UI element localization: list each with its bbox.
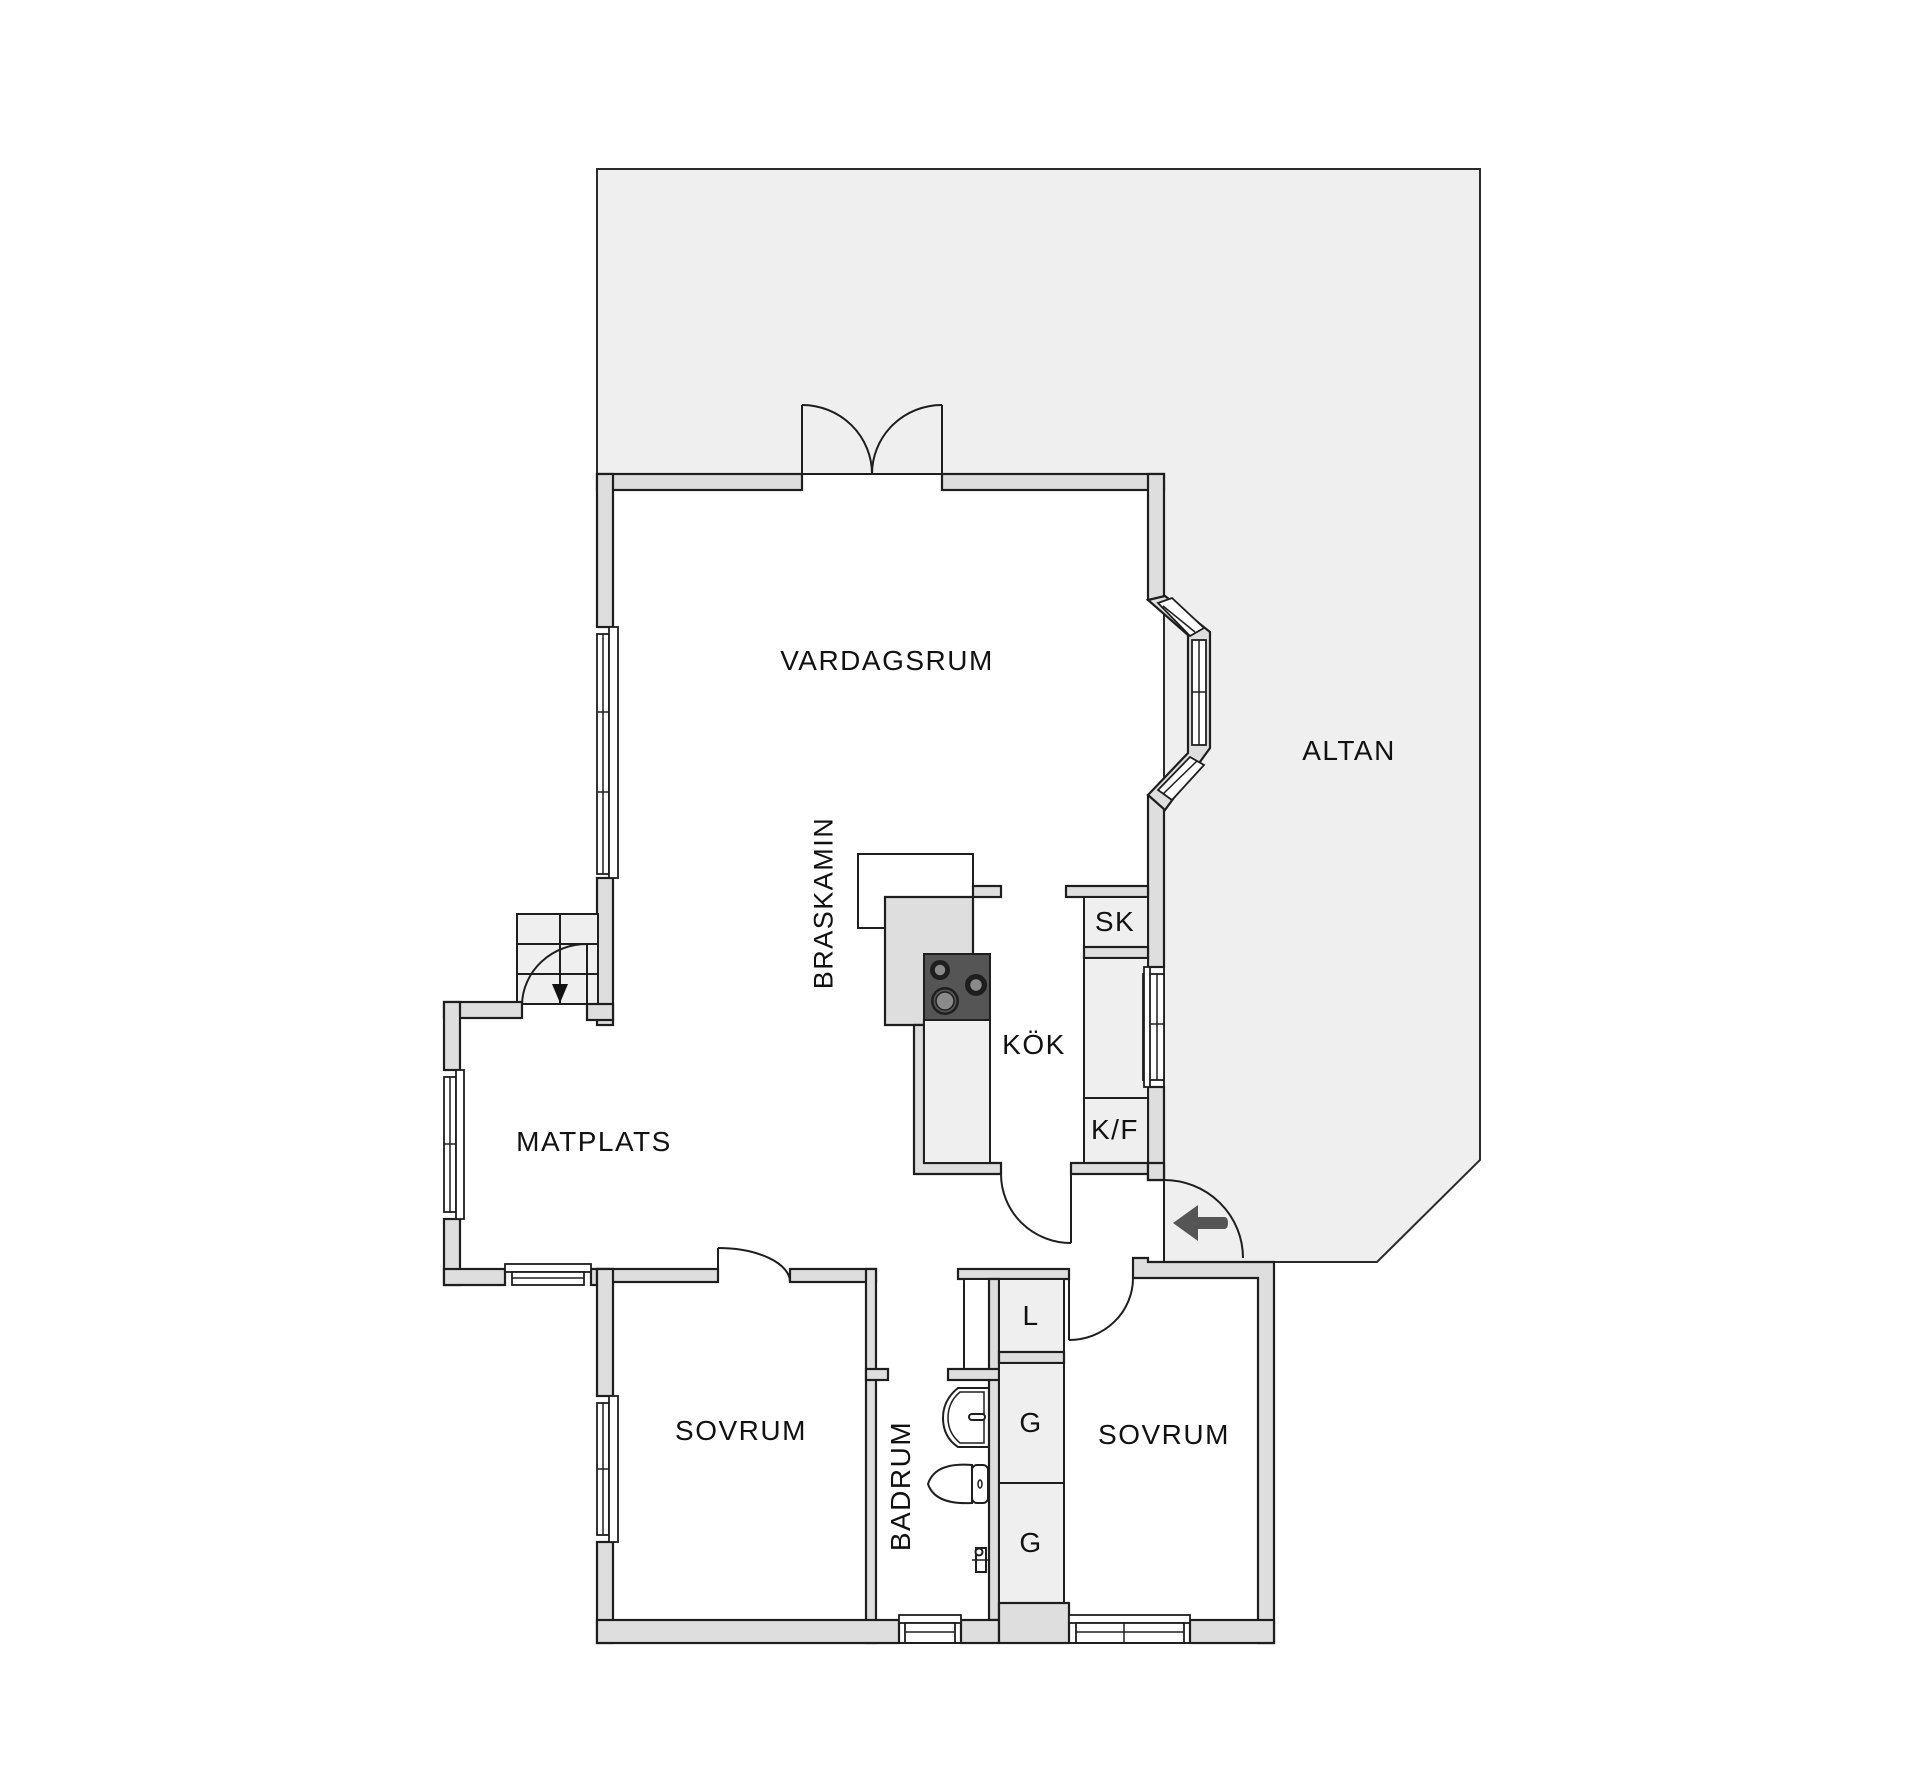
walls-badrum [946, 1267, 1071, 1645]
door-sovrum-2[interactable] [1068, 1277, 1134, 1341]
room-label-kok: KÖK [1002, 1029, 1066, 1060]
walls-matplats [442, 1000, 615, 1287]
window-sovrum-1-west [596, 1395, 619, 1543]
window-matplats-south [504, 1263, 592, 1286]
stair-down-arrow-icon [552, 984, 568, 1003]
window-matplats-west [443, 1069, 465, 1220]
room-label-altan: ALTAN [1302, 735, 1396, 766]
window-kok-east [1142, 966, 1165, 1088]
double-door-altan[interactable] [801, 404, 943, 475]
walls-vardagsrum [595, 472, 1166, 1182]
room-label-matplats: MATPLATS [516, 1126, 672, 1157]
sink-icon [941, 1387, 989, 1448]
storage-label-kf: K/F [1090, 1114, 1140, 1145]
room-label-sovrum-2: SOVRUM [1098, 1419, 1230, 1450]
storage-label-g2: G [1019, 1527, 1043, 1558]
toilet-icon [926, 1463, 989, 1505]
room-label-badrum: BADRUM [885, 1420, 916, 1552]
room-label-vardagsrum: VARDAGSRUM [780, 645, 994, 676]
bay-window [1145, 594, 1212, 812]
kitchen-island [883, 884, 1003, 1176]
storage-label-l: L [1022, 1300, 1040, 1331]
door-sovrum-1[interactable] [717, 1247, 791, 1283]
storage-label-sk: SK [1094, 906, 1136, 937]
entrance-door[interactable] [1146, 1161, 1244, 1262]
window-badrum-south [898, 1614, 962, 1644]
window-sovrum-2-south [1068, 1614, 1191, 1644]
walls-sovrum-1 [595, 1267, 901, 1645]
staircase [516, 913, 599, 1018]
kitchen-cabinets [1064, 884, 1150, 1176]
walls-sovrum-2 [1131, 1256, 1276, 1645]
stove-icon [923, 953, 991, 1021]
storage-label-g1: G [1019, 1407, 1043, 1438]
entrance-arrow-icon [1173, 1205, 1228, 1241]
closets-l-g [997, 1278, 1071, 1645]
window-vardagsrum-west [596, 626, 619, 879]
faucet-icon [972, 1547, 989, 1573]
deck-altan [596, 168, 1481, 1263]
room-label-sovrum-1: SOVRUM [675, 1415, 807, 1446]
label-braskamin: BRASKAMIN [808, 816, 839, 990]
door-kok[interactable] [1000, 1173, 1072, 1244]
